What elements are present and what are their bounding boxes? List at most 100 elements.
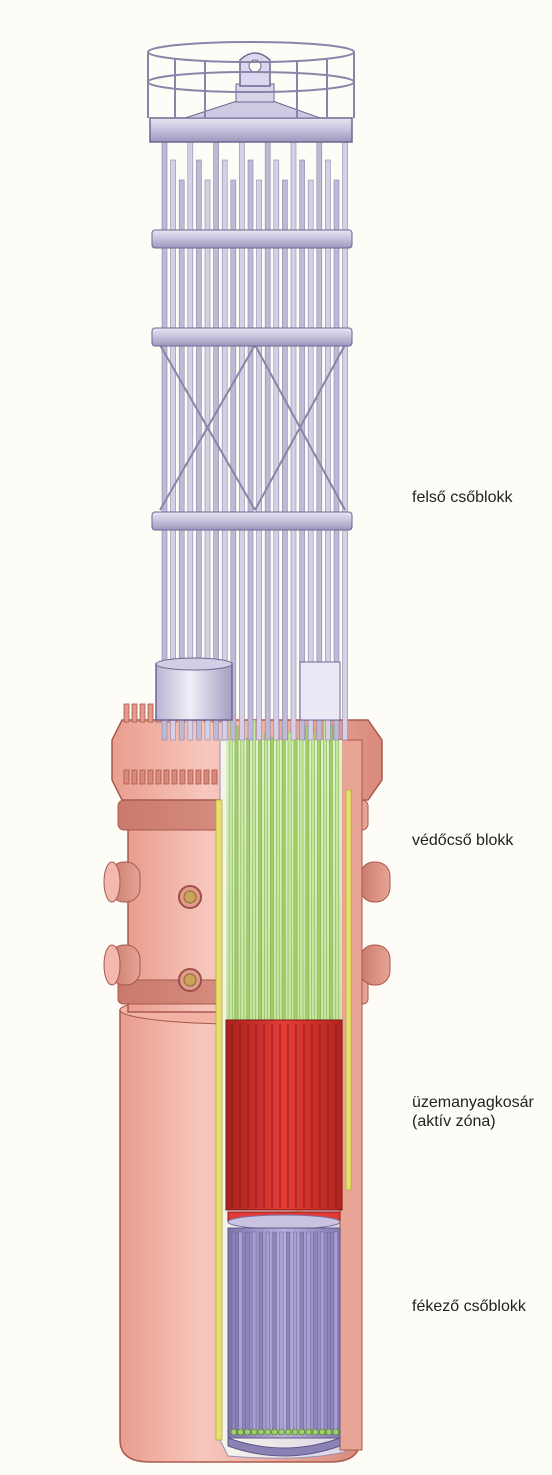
brake-tube <box>279 1231 284 1433</box>
top-plate <box>149 117 353 143</box>
brake-tube-tip <box>257 1428 265 1436</box>
brake-tube-tip <box>291 1428 299 1436</box>
brake-tube-tip <box>325 1428 333 1436</box>
guide-rod <box>234 725 239 1021</box>
drive-rod <box>256 179 262 741</box>
brake-tube <box>238 1231 243 1433</box>
drive-rod <box>299 159 305 741</box>
drive-rod <box>196 159 202 741</box>
drive-rod <box>178 179 185 741</box>
brake-tube <box>252 1231 257 1433</box>
guide-tube-rods <box>228 719 339 1021</box>
guard-railing <box>147 41 355 118</box>
flange-tooth <box>203 769 210 785</box>
cross-bracing <box>159 344 346 511</box>
flange-tooth <box>131 703 138 723</box>
outlet-ports <box>178 885 202 992</box>
guide-rod <box>281 725 286 1021</box>
flange-tooth <box>139 769 146 785</box>
upper-housing <box>155 657 341 721</box>
drive-rod <box>273 159 280 741</box>
label-fuel-basket-line1: üzemanyagkosár <box>412 1094 534 1111</box>
brake-tube-tip <box>264 1428 272 1436</box>
brake-tube <box>231 1231 236 1433</box>
brake-tube-tip <box>305 1428 312 1436</box>
brake-tube-block <box>227 1227 341 1457</box>
drive-rod <box>307 179 314 741</box>
brake-tube <box>293 1231 298 1433</box>
label-fuel-basket-line2: (aktív zóna) <box>412 1113 496 1130</box>
brake-tube-tip <box>284 1428 292 1436</box>
flange-tooth <box>155 769 162 785</box>
brake-tube-tip <box>318 1428 326 1436</box>
guide-rod <box>293 737 298 1021</box>
upper-tube-block <box>147 41 355 741</box>
guide-rod <box>246 737 251 1021</box>
label-upper-tube-block-text: felső csőblokk <box>412 489 513 506</box>
right-nozzles <box>359 861 391 986</box>
brake-tube-tip <box>298 1428 306 1436</box>
support-ring-2 <box>151 327 353 347</box>
guide-rod <box>270 737 274 1021</box>
brake-tube-tip <box>312 1428 319 1436</box>
guide-rod <box>252 719 257 1021</box>
brake-tube <box>272 1231 277 1433</box>
flange-tooth <box>131 769 138 785</box>
flange-tooth <box>163 769 170 785</box>
guide-rod <box>276 719 280 1021</box>
guide-rod <box>240 731 245 1021</box>
guide-rod <box>264 731 268 1021</box>
flange-tooth <box>139 703 146 723</box>
brake-tube <box>245 1231 250 1433</box>
drive-rod <box>247 159 254 741</box>
brake-tube-tip <box>250 1428 258 1436</box>
label-guide-tube-block: védőcső blokk <box>412 831 513 850</box>
guide-rod <box>287 731 292 1021</box>
brake-tube <box>320 1231 325 1433</box>
lifting-eye <box>239 52 271 87</box>
flange-tooth <box>179 769 186 785</box>
flange-tooth <box>123 769 130 785</box>
label-fuel-basket: üzemanyagkosár (aktív zóna) <box>412 1093 534 1131</box>
drive-rod <box>170 159 176 741</box>
guide-tube-block <box>226 719 342 1021</box>
brake-tube <box>327 1231 332 1433</box>
inlet-nozzles <box>103 861 141 986</box>
guide-rod <box>299 719 304 1021</box>
guide-rod <box>329 725 333 1021</box>
label-brake-tube-block: fékező csőblokk <box>412 1297 526 1316</box>
flange-tooth <box>147 703 154 723</box>
brake-tube-tip <box>230 1428 238 1436</box>
flange-tooth <box>195 769 202 785</box>
brake-tube <box>286 1231 291 1433</box>
brake-tube <box>299 1231 304 1433</box>
brake-tube-tip <box>271 1428 278 1436</box>
fuel-basket <box>225 1019 343 1230</box>
brake-tube <box>333 1231 338 1433</box>
guide-rod <box>311 731 316 1021</box>
flange-tooth <box>211 769 218 785</box>
guide-rod <box>323 719 327 1021</box>
drive-rod <box>204 179 211 741</box>
drive-rod <box>230 179 237 741</box>
brake-tube-tip <box>278 1428 285 1436</box>
label-guide-tube-block-text: védőcső blokk <box>412 832 514 849</box>
drive-rod <box>325 159 331 741</box>
drive-rod <box>333 179 340 741</box>
brake-tube <box>265 1231 270 1433</box>
flange-tooth <box>123 703 130 723</box>
brake-tube-tip <box>244 1428 251 1436</box>
guide-rod <box>258 725 262 1021</box>
support-ring-3 <box>151 511 353 531</box>
brake-tubes <box>230 1231 340 1436</box>
brake-tube <box>306 1231 311 1433</box>
flange-tooth <box>147 769 154 785</box>
guide-rod <box>317 737 321 1021</box>
guide-rod <box>228 719 233 1021</box>
fuel-assemblies <box>231 1024 337 1208</box>
guide-rod <box>335 731 339 1021</box>
brake-tube <box>259 1231 264 1433</box>
support-ring-1 <box>151 229 353 249</box>
